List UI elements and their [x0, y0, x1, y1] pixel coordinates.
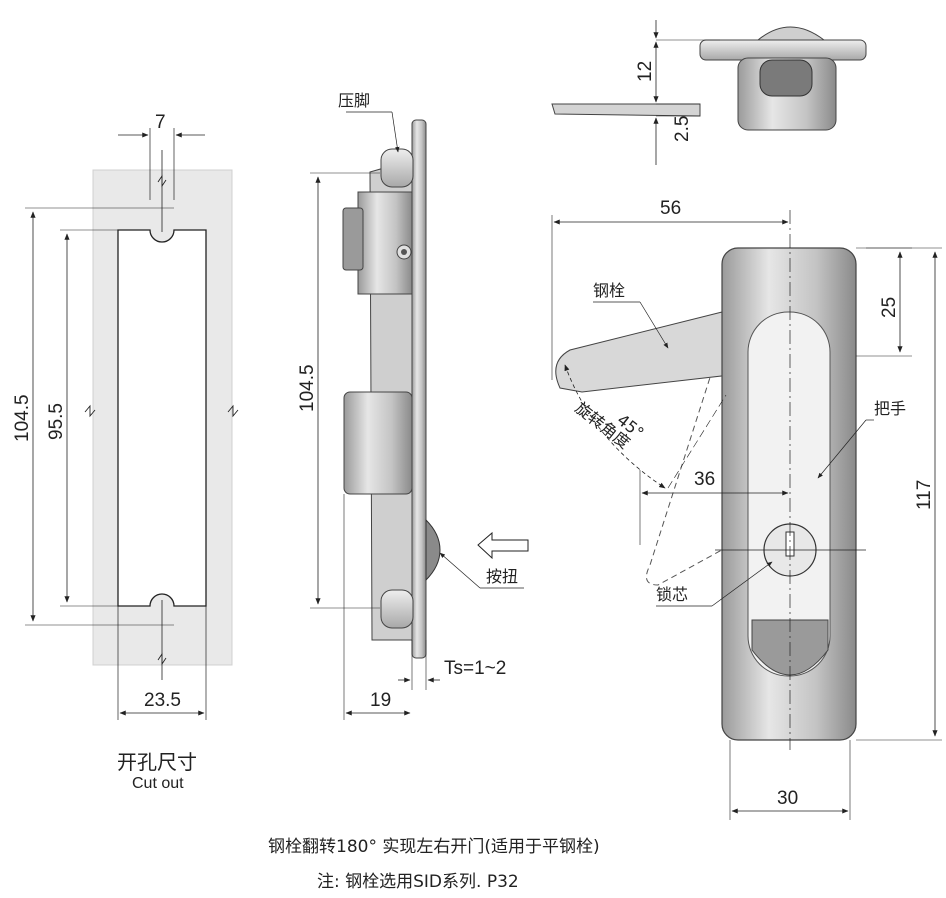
note-line-2: 注: 钢栓选用SID系列. P32 — [317, 872, 519, 892]
side-dim-height: 104.5 — [297, 364, 318, 412]
front-view: 56 25 117 36 30 旋转角度 45° 钢栓 把手 锁芯 — [551, 198, 942, 820]
rotation-arc — [564, 364, 666, 489]
front-dim-36: 36 — [694, 469, 715, 490]
front-label-bolt: 钢栓 — [593, 281, 625, 300]
front-dim-25: 25 — [879, 297, 900, 318]
note-line-1: 钢栓翻转180° 实现左右开门(适用于平钢栓) — [268, 837, 600, 857]
cutout-dim-inner: 95.5 — [46, 403, 67, 440]
top-bolt-tongue — [551, 103, 701, 117]
front-dim-56: 56 — [660, 198, 681, 219]
side-pressure-foot-top — [380, 148, 414, 188]
cutout-dim-outer: 104.5 — [12, 394, 33, 442]
cutout-subtitle: Cut out — [132, 775, 184, 792]
top-dim-2-5: 2.5 — [672, 116, 693, 142]
side-label-foot: 压脚 — [338, 91, 370, 110]
top-dome — [756, 26, 826, 41]
cutout-title: 开孔尺寸 — [117, 750, 197, 774]
side-view: 压脚 104.5 按扭 Ts=1~2 19 — [297, 91, 529, 720]
front-dim-117: 117 — [914, 480, 935, 510]
side-dim-ts: Ts=1~2 — [444, 658, 506, 679]
cutout-hole — [117, 229, 207, 607]
side-lower-body — [343, 391, 413, 495]
front-label-handle: 把手 — [874, 399, 906, 418]
side-front-plate — [411, 119, 427, 659]
cutout-dim-top: 7 — [155, 112, 166, 133]
side-dim-depth: 19 — [370, 690, 391, 711]
front-dim-30: 30 — [777, 788, 798, 809]
top-flange — [699, 39, 867, 61]
top-view: 12 2.5 — [551, 20, 867, 165]
front-bolt — [555, 311, 731, 393]
side-lock-body — [357, 191, 413, 295]
side-pressure-foot-bottom — [380, 589, 414, 629]
top-dim-12: 12 — [635, 61, 656, 82]
front-label-core: 锁芯 — [656, 585, 688, 604]
side-label-button: 按扭 — [486, 567, 518, 586]
cutout-view: 7 104.5 95.5 23.5 — [12, 112, 239, 720]
front-bolt-rotated-outline — [645, 339, 741, 586]
cutout-dim-width: 23.5 — [144, 690, 181, 711]
side-push-button — [425, 518, 441, 582]
push-direction-arrow — [477, 531, 529, 560]
